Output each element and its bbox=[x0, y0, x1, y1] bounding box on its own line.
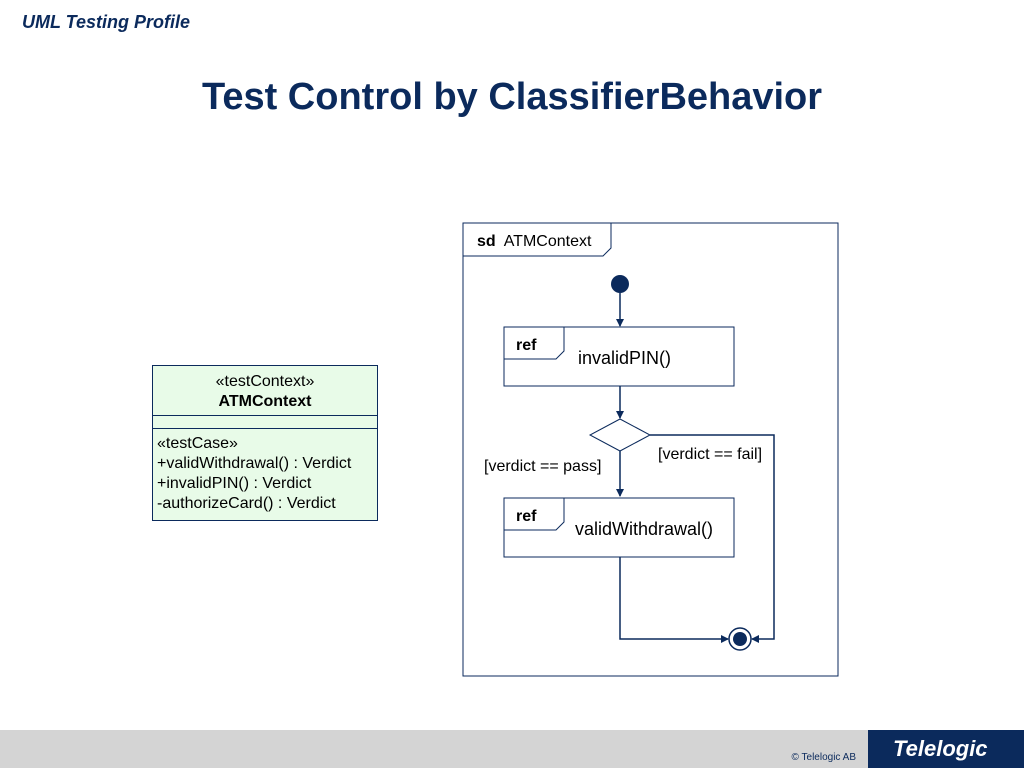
telelogic-logo: Telelogic bbox=[893, 736, 988, 761]
operation-item: +validWithdrawal() : Verdict bbox=[157, 455, 352, 472]
ref-tab bbox=[504, 327, 565, 360]
ref-name-invalid-pin: invalidPIN() bbox=[578, 348, 672, 368]
ref-keyword: ref bbox=[516, 508, 537, 525]
class-header: «testContext» ATMContext bbox=[153, 366, 377, 416]
class-operations: «testCase» +validWithdrawal() : Verdict … bbox=[153, 429, 377, 514]
sd-frame bbox=[462, 222, 839, 677]
class-stereotype: «testContext» bbox=[215, 373, 315, 390]
ref-name-valid-withdrawal: validWithdrawal() bbox=[575, 519, 714, 539]
final-node-core bbox=[733, 632, 747, 646]
ops-stereotype: «testCase» bbox=[157, 435, 238, 452]
guard-pass: [verdict == pass] bbox=[484, 458, 602, 475]
ref-tab bbox=[504, 498, 565, 531]
initial-node bbox=[611, 275, 629, 293]
operation-item: +invalidPIN() : Verdict bbox=[157, 475, 312, 492]
class-attributes bbox=[153, 416, 377, 429]
ref-keyword: ref bbox=[516, 337, 537, 354]
class-name: ATMContext bbox=[218, 393, 312, 410]
slide-title: Test Control by ClassifierBehavior bbox=[201, 76, 823, 118]
ref-box-valid-withdrawal bbox=[503, 497, 735, 558]
logo-background bbox=[868, 730, 1024, 768]
footer-bar bbox=[0, 730, 1024, 768]
copyright: © Telelogic AB bbox=[791, 752, 856, 763]
operation-item: -authorizeCard() : Verdict bbox=[157, 495, 336, 512]
test-context-class: «testContext» ATMContext «testCase» +val… bbox=[152, 365, 378, 521]
ref-box-invalid-pin bbox=[503, 326, 735, 387]
header-title: UML Testing Profile bbox=[22, 12, 191, 32]
guard-fail: [verdict == fail] bbox=[658, 446, 763, 463]
sd-keyword: sd bbox=[477, 233, 496, 250]
sd-frame-tab bbox=[463, 223, 612, 257]
flow-edge-fail bbox=[650, 434, 775, 643]
sd-frame-label: sd ATMContext bbox=[477, 233, 591, 251]
sd-name: ATMContext bbox=[503, 233, 592, 250]
flow-edge bbox=[619, 557, 729, 643]
